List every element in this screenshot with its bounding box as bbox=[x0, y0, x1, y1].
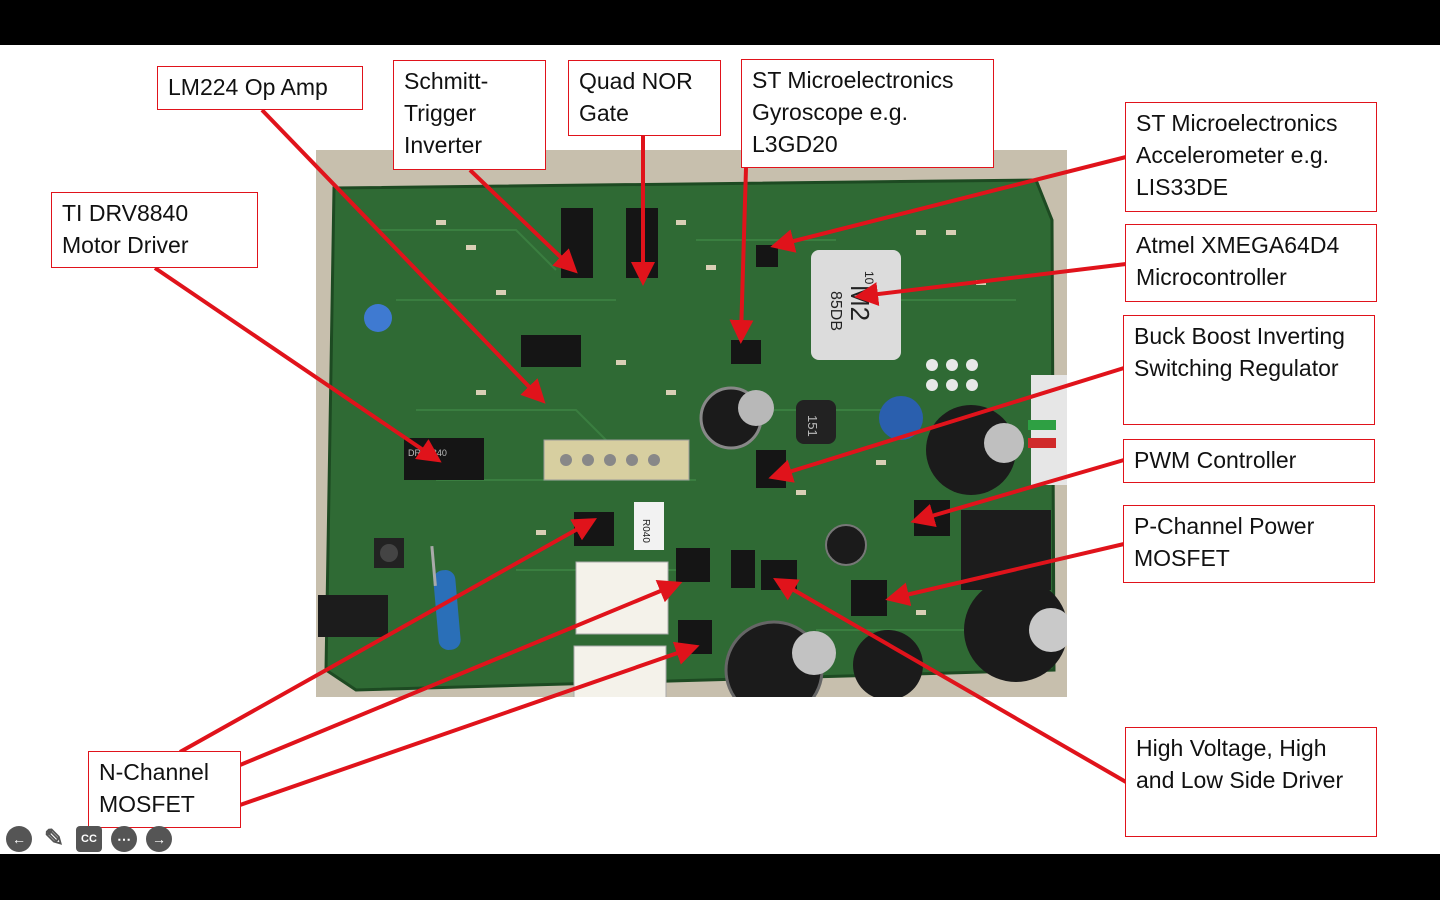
label-high-voltage-driver: High Voltage, High and Low Side Driver bbox=[1125, 727, 1377, 837]
schmitt-chip bbox=[561, 208, 593, 278]
capacitor-2 bbox=[879, 396, 923, 440]
connector-white-2 bbox=[573, 645, 667, 697]
shunt-resistor bbox=[634, 502, 664, 550]
pcb-drawing: DRV8840 M2 85DB 10 R040 151 bbox=[316, 150, 1067, 697]
pcb-photo: DRV8840 M2 85DB 10 R040 151 bbox=[316, 150, 1067, 697]
blue-capacitor bbox=[364, 304, 392, 332]
more-icon[interactable]: ⋯ bbox=[111, 826, 137, 852]
driver-chip-b bbox=[731, 550, 755, 588]
mcu-chip-num: 10 bbox=[862, 271, 876, 285]
opamp-chip bbox=[521, 335, 581, 367]
connector-white-1 bbox=[575, 561, 669, 635]
gyro-chip bbox=[731, 340, 761, 364]
mcu-chip-label: M2 bbox=[845, 285, 875, 321]
shunt-resistor-text: R040 bbox=[640, 519, 651, 543]
label-microcontroller: Atmel XMEGA64D4 Microcontroller bbox=[1125, 224, 1377, 302]
slideshow-controls: ← ✎ CC ⋯ → bbox=[6, 826, 172, 852]
label-schmitt-trigger: Schmitt-Trigger Inverter bbox=[393, 60, 546, 170]
label-lm224: LM224 Op Amp bbox=[157, 66, 363, 110]
nmos-chip-1 bbox=[574, 512, 614, 546]
label-buck-boost: Buck Boost Inverting Switching Regulator bbox=[1123, 315, 1375, 425]
pwm-chip bbox=[914, 500, 950, 536]
next-icon[interactable]: → bbox=[146, 826, 172, 852]
label-gyroscope: ST Microelectronics Gyroscope e.g. L3GD2… bbox=[741, 59, 994, 168]
label-drv8840: TI DRV8840 Motor Driver bbox=[51, 192, 258, 268]
buck-chip bbox=[756, 450, 786, 488]
nmos-chip-2 bbox=[676, 548, 710, 582]
drv-chip-text: DRV8840 bbox=[408, 448, 447, 458]
connector-black bbox=[961, 510, 1051, 590]
accel-chip bbox=[756, 245, 778, 267]
label-quad-nor: Quad NOR Gate bbox=[568, 60, 721, 136]
capacitor-6 bbox=[853, 630, 923, 697]
nmos-chip-3 bbox=[678, 620, 712, 654]
label-p-channel-mosfet: P-Channel Power MOSFET bbox=[1123, 505, 1375, 583]
label-accelerometer: ST Microelectronics Accelerometer e.g. L… bbox=[1125, 102, 1377, 212]
capacitor-4 bbox=[825, 524, 867, 566]
drv-chip bbox=[404, 438, 484, 480]
label-n-channel-mosfet: N-Channel MOSFET bbox=[88, 751, 241, 828]
pmos-chip bbox=[851, 580, 887, 616]
captions-button[interactable]: CC bbox=[76, 826, 102, 852]
inductor-text: 151 bbox=[805, 415, 820, 437]
pen-icon[interactable]: ✎ bbox=[43, 825, 65, 852]
hv-driver-chip bbox=[761, 560, 797, 590]
back-icon[interactable]: ← bbox=[6, 826, 32, 852]
mcu-chip-code: 85DB bbox=[827, 291, 844, 331]
nor-chip bbox=[626, 208, 658, 278]
connector-left bbox=[318, 595, 388, 637]
label-pwm-controller: PWM Controller bbox=[1123, 439, 1375, 483]
